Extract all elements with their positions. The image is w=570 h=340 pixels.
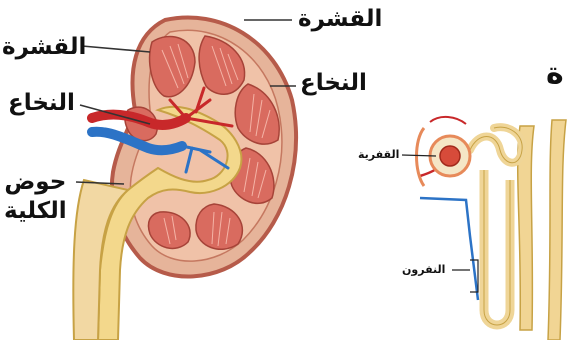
- label-renal-pelvis: حوض الكلية: [4, 168, 67, 226]
- label-nephron: النفرون: [402, 263, 445, 276]
- label-glomerulus: القفرية: [358, 148, 399, 161]
- label-medulla-left: النخاع: [8, 90, 75, 116]
- glomerulus: [440, 146, 460, 166]
- nephron-diagram: [417, 117, 567, 340]
- label-cortex-left: القشرة: [2, 34, 86, 60]
- label-cortex-top: القشرة: [298, 6, 382, 32]
- partial-title-letter: ة: [546, 56, 564, 91]
- label-medulla-right: النخاع: [300, 70, 367, 96]
